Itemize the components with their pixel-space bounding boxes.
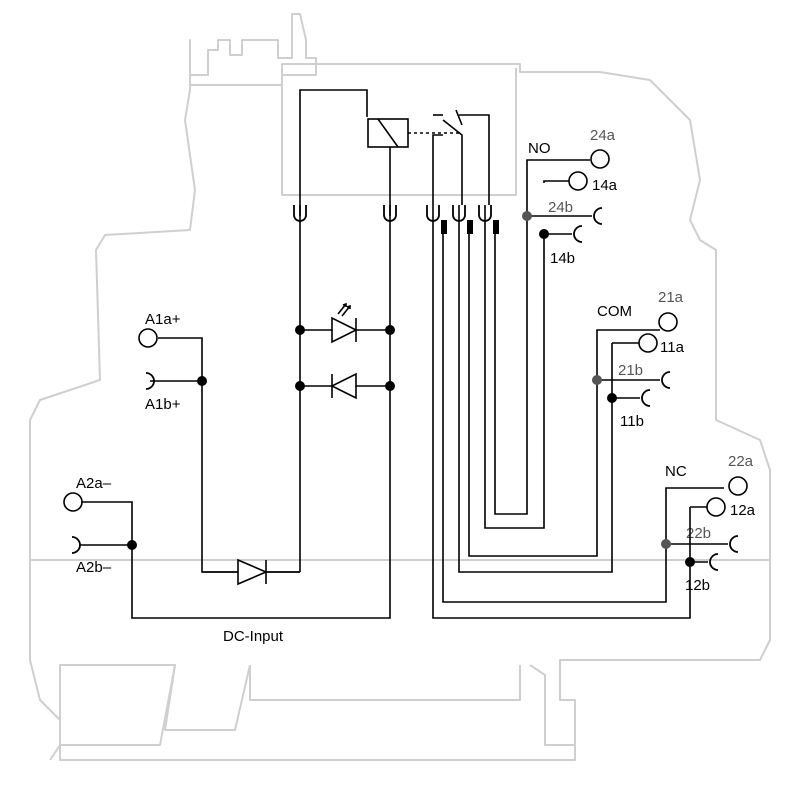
- series-diode: [202, 558, 300, 586]
- dc-input-caption: DC-Input: [223, 628, 284, 645]
- svg-text:A1b+: A1b+: [145, 396, 181, 413]
- terminal-a2b[interactable]: [71, 536, 81, 554]
- terminal-a1a[interactable]: [138, 328, 158, 348]
- svg-text:11a: 11a: [660, 339, 685, 356]
- svg-text:21a: 21a: [658, 289, 684, 306]
- junction-a1: [197, 376, 207, 386]
- relay-coil: [367, 118, 462, 148]
- svg-text:21b: 21b: [618, 362, 643, 379]
- com-label: COM: [597, 303, 632, 320]
- svg-text:A2a–: A2a–: [76, 475, 112, 492]
- terminal-21a[interactable]: [658, 312, 678, 332]
- svg-text:22a: 22a: [728, 453, 754, 470]
- nc-label: NC: [665, 463, 687, 480]
- contact-routing: [432, 159, 724, 619]
- svg-text:12a: 12a: [730, 502, 756, 519]
- svg-text:22b: 22b: [686, 525, 711, 542]
- terminal-a1b[interactable]: [145, 372, 155, 390]
- svg-text:12b: 12b: [685, 577, 710, 594]
- svg-text:24a: 24a: [590, 127, 616, 144]
- input-circuit: [80, 89, 395, 619]
- svg-text:14b: 14b: [550, 250, 575, 267]
- nc-contact-group: NC 22a 12a 22b 12b: [661, 453, 756, 594]
- com-contact-group: COM 21a 11a 21b 11b: [592, 289, 685, 430]
- svg-text:24b: 24b: [548, 199, 573, 216]
- terminal-11a[interactable]: [638, 333, 658, 353]
- terminal-a2a[interactable]: [63, 492, 83, 512]
- terminal-14a[interactable]: [568, 171, 588, 191]
- relay-housing-outline: [29, 13, 771, 761]
- module-pins: [293, 205, 499, 234]
- svg-text:A2b–: A2b–: [76, 559, 112, 576]
- svg-text:14a: 14a: [592, 177, 618, 194]
- input-terminals: A1a+ A1b+ A2a– A2b–: [63, 311, 181, 576]
- svg-text:A1a+: A1a+: [145, 311, 181, 328]
- relay-contacts: [432, 109, 490, 205]
- terminal-22a[interactable]: [728, 476, 748, 496]
- no-contact-group: NO 24a 14a 24b 14b: [522, 127, 618, 267]
- terminal-24a[interactable]: [590, 149, 610, 169]
- led-indicator: [331, 302, 358, 344]
- no-label: NO: [528, 140, 551, 157]
- protection-diode: [330, 372, 357, 400]
- svg-text:11b: 11b: [620, 413, 644, 430]
- junction-a2: [127, 540, 137, 550]
- terminal-12a[interactable]: [706, 497, 726, 517]
